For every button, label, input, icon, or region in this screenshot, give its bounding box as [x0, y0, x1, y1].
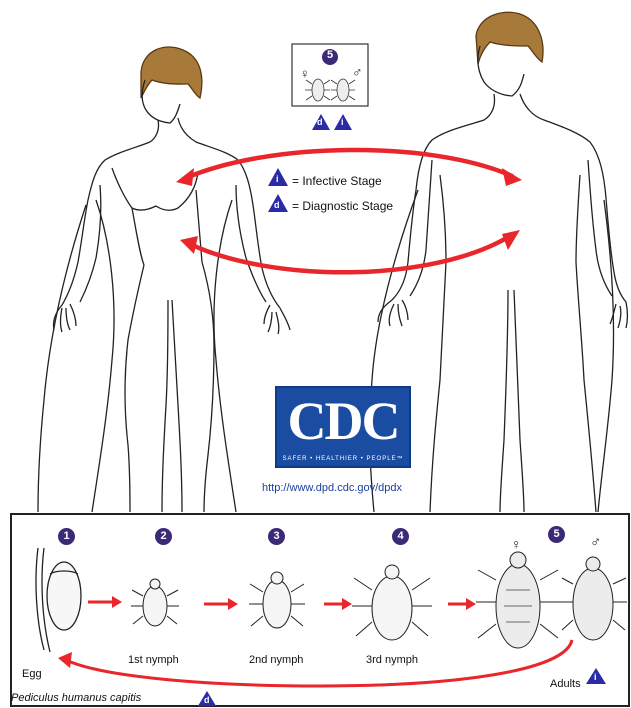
top-box-badge-d: d	[317, 117, 323, 127]
stage-5-badge: 5	[548, 526, 565, 543]
legend-diagnostic-symbol: d	[274, 200, 280, 210]
stage-4-badge: 4	[392, 528, 409, 545]
species-badge-d: d	[204, 695, 210, 705]
stage-1-badge: 1	[58, 528, 75, 545]
cdc-logo: CDC SAFER • HEALTHIER • PEOPLE™	[275, 386, 411, 468]
stage-label-2nd-nymph: 2nd nymph	[249, 654, 303, 666]
top-box-badge-i: i	[341, 117, 344, 127]
legend-infective-symbol: i	[276, 174, 279, 184]
cdc-url-link[interactable]: http://www.dpd.cdc.gov/dpdx	[262, 482, 402, 494]
top-box-male-symbol: ♂	[352, 64, 363, 80]
stage-label-egg: Egg	[22, 668, 42, 680]
top-box-stage-number: 5	[324, 49, 336, 61]
adult-male-symbol: ♂	[590, 534, 601, 551]
adults-badge-i: i	[594, 672, 597, 682]
stage-label-3rd-nymph: 3rd nymph	[366, 654, 418, 666]
left-human-figure	[38, 47, 290, 512]
stage-3-badge: 3	[268, 528, 285, 545]
species-name: Pediculus humanus capitis	[11, 692, 141, 704]
right-figure-hair	[476, 12, 543, 64]
legend-diagnostic-label: = Diagnostic Stage	[292, 199, 393, 213]
legend-infective-label: = Infective Stage	[292, 174, 382, 188]
left-figure-hair	[141, 47, 202, 98]
lower-transmission-arrow	[190, 236, 510, 272]
adult-female-symbol: ♀	[511, 536, 522, 552]
cdc-logo-tagline: SAFER • HEALTHIER • PEOPLE™	[277, 456, 409, 462]
stage-label-adults: Adults	[550, 678, 581, 690]
stage-2-badge: 2	[155, 528, 172, 545]
stage-label-1st-nymph: 1st nymph	[128, 654, 179, 666]
top-box-female-symbol: ♀	[300, 66, 310, 81]
cdc-logo-letters: CDC	[277, 392, 409, 450]
